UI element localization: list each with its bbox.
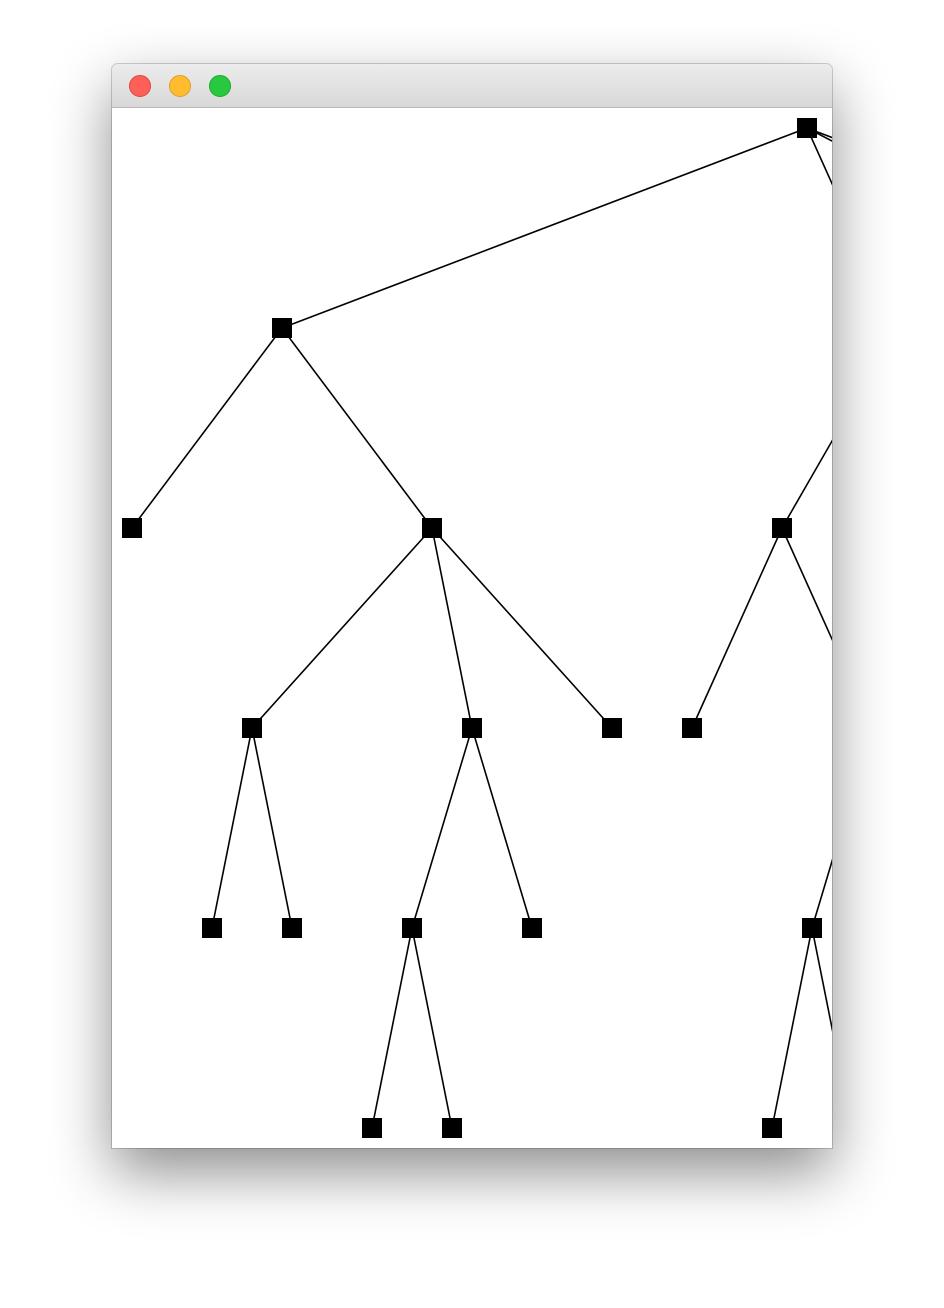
tree-node[interactable] [462,718,482,738]
tree-edge [806,127,832,142]
tree-edge [371,927,413,1129]
tree-edge [131,327,283,529]
tree-edge [211,727,253,929]
tree-edge [806,127,832,139]
tree-edge [806,127,832,186]
tree-edge [811,858,832,929]
tree-root-node[interactable] [797,118,817,138]
tree-node[interactable] [802,918,822,938]
tree-node[interactable] [402,918,422,938]
tree-node[interactable] [282,918,302,938]
tree-edge [281,127,808,329]
maximize-button[interactable] [209,75,231,97]
tree-edge [251,727,293,929]
tree-edge [691,527,783,729]
tree-diagram [122,118,832,1138]
title-bar[interactable] [112,64,832,108]
minimize-button[interactable] [169,75,191,97]
tree-edge [811,927,832,1033]
tree-node[interactable] [442,1118,462,1138]
tree-edge [781,439,832,529]
tree-edge [281,327,433,529]
tree-edge [781,527,832,642]
tree-node[interactable] [362,1118,382,1138]
tree-node[interactable] [422,518,442,538]
tree-node[interactable] [242,718,262,738]
tree-edge [251,527,433,729]
tree-node[interactable] [522,918,542,938]
tree-node[interactable] [272,318,292,338]
tree-edge [411,727,473,929]
tree-edge [431,527,473,729]
tree-node[interactable] [762,1118,782,1138]
app-window [112,64,832,1148]
tree-edge [471,727,533,929]
tree-edge [411,927,453,1129]
tree-node[interactable] [602,718,622,738]
tree-node[interactable] [202,918,222,938]
tree-node[interactable] [682,718,702,738]
tree-node[interactable] [122,518,142,538]
close-button[interactable] [129,75,151,97]
tree-view [112,108,832,1148]
tree-edge [771,927,813,1129]
tree-edge [431,527,613,729]
tree-node[interactable] [772,518,792,538]
